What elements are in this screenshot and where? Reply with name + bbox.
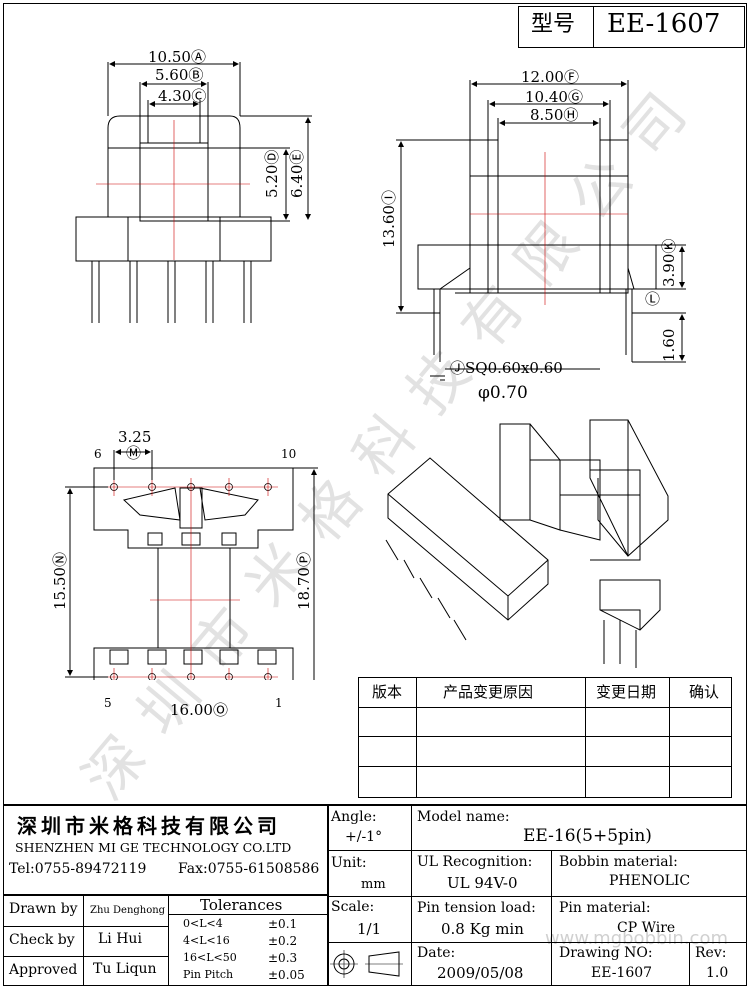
model-label: Model name: (417, 809, 510, 825)
isometric-view (385, 419, 669, 668)
tension-label: Pin tension load: (417, 900, 536, 916)
rev-header-confirm: 确认 (689, 683, 720, 701)
rev-value: 1.0 (706, 965, 729, 981)
bottom-view (65, 449, 318, 680)
company-tel: Tel:0755-89472119 (9, 861, 147, 877)
pin-label-5: 5 (104, 696, 112, 710)
ul-label: UL Recognition: (417, 854, 533, 870)
pin-material-label: Pin material: (559, 900, 651, 916)
side-view-left (75, 61, 312, 323)
date-label: Date: (417, 945, 456, 961)
tol-range-2: 4<L<16 (183, 934, 230, 947)
rev-header-date: 变更日期 (596, 683, 657, 701)
scale-label: Scale: (331, 899, 375, 915)
tol-value-1: ±0.1 (268, 917, 298, 931)
side-view-right (396, 80, 686, 381)
drawing-no-value: EE-1607 (591, 965, 653, 981)
tol-value-3: ±0.3 (268, 951, 298, 965)
check-by-label: Check by (9, 932, 75, 948)
dim-a: 10.50Ⓐ (148, 48, 206, 66)
tolerances-title: Tolerances (200, 896, 283, 914)
rev-label: Rev: (695, 945, 727, 961)
angle-label: Angle: (331, 809, 377, 825)
company-name-cn: 深圳市米格科技有限公司 (17, 814, 281, 838)
dim-n: 15.50Ⓝ (51, 552, 69, 610)
drawn-by-name: Zhu Denghong (90, 905, 166, 916)
type-label: 型号 (531, 12, 576, 37)
model-value: EE-16(5+5pin) (523, 826, 652, 846)
dim-l: Ⓛ (645, 290, 661, 308)
bobbin-value: PHENOLIC (609, 873, 691, 889)
ul-value: UL 94V-0 (447, 874, 518, 892)
sheet-border (3, 3, 747, 986)
dim-m: 3.25 (118, 428, 152, 446)
date-value: 2009/05/08 (437, 964, 524, 982)
pin-label-6: 6 (94, 447, 102, 461)
company-name-en: SHENZHEN MI GE TECHNOLOGY CO.LTD (15, 840, 292, 855)
projection-symbol (330, 950, 403, 978)
revision-table: 版本 产品变更原因 变更日期 确认 (358, 677, 732, 798)
tension-value: 0.8 Kg min (441, 920, 524, 938)
watermark-url: www.mgbobbin.com (544, 928, 728, 949)
dim-m-label: Ⓜ (126, 444, 142, 462)
dim-o: 16.00Ⓞ (170, 701, 228, 719)
tol-value-4: ±0.05 (268, 968, 305, 982)
title-block: 深圳市米格科技有限公司 SHENZHEN MI GE TECHNOLOGY CO… (3, 804, 747, 988)
dim-g: 10.40Ⓖ (525, 88, 583, 106)
dim-b: 5.60Ⓑ (155, 66, 204, 84)
dim-p: 18.70Ⓟ (295, 552, 313, 610)
scale-value: 1/1 (357, 920, 382, 938)
dim-f: 12.00Ⓕ (521, 68, 579, 86)
check-by-name: Li Hui (98, 931, 142, 947)
pin-label-10: 10 (281, 447, 297, 461)
company-fax: Fax:0755-61508586 (178, 861, 320, 877)
part-number: EE-1607 (607, 9, 721, 39)
dim-e: 6.40Ⓔ (288, 149, 306, 198)
drawing-no-label: Drawing NO: (559, 945, 653, 961)
dim-phi: φ0.70 (478, 383, 528, 403)
part-number-box (518, 6, 745, 48)
pin-material-value: CP Wire (617, 920, 676, 936)
dim-j: ⒿSQ0.60x0.60 (450, 359, 563, 377)
drawn-by-label: Drawn by (9, 901, 78, 917)
tol-range-1: 0<L<4 (183, 917, 223, 930)
rev-header-version: 版本 (372, 683, 403, 701)
tol-value-2: ±0.2 (268, 934, 298, 948)
unit-value: mm (361, 877, 386, 892)
approved-label: Approved (9, 962, 78, 978)
dim-i: 13.60Ⓘ (380, 190, 398, 248)
dim-d: 5.20Ⓓ (263, 149, 281, 198)
dim-h: 8.50Ⓗ (530, 106, 579, 124)
dim-k: 3.90Ⓚ (660, 238, 678, 287)
dim-l-value: 1.60 (660, 328, 678, 362)
tol-range-4: Pin Pitch (183, 968, 234, 981)
angle-value: +/-1° (345, 829, 383, 845)
approved-name: Tu Liqun (93, 961, 157, 977)
bobbin-label: Bobbin material: (559, 854, 678, 870)
unit-label: Unit: (331, 855, 367, 871)
tol-range-3: 16<L<50 (183, 951, 237, 964)
dim-c: 4.30Ⓒ (158, 87, 207, 105)
rev-header-reason: 产品变更原因 (443, 683, 534, 701)
pin-label-1: 1 (275, 696, 283, 710)
technical-drawing (65, 61, 686, 680)
